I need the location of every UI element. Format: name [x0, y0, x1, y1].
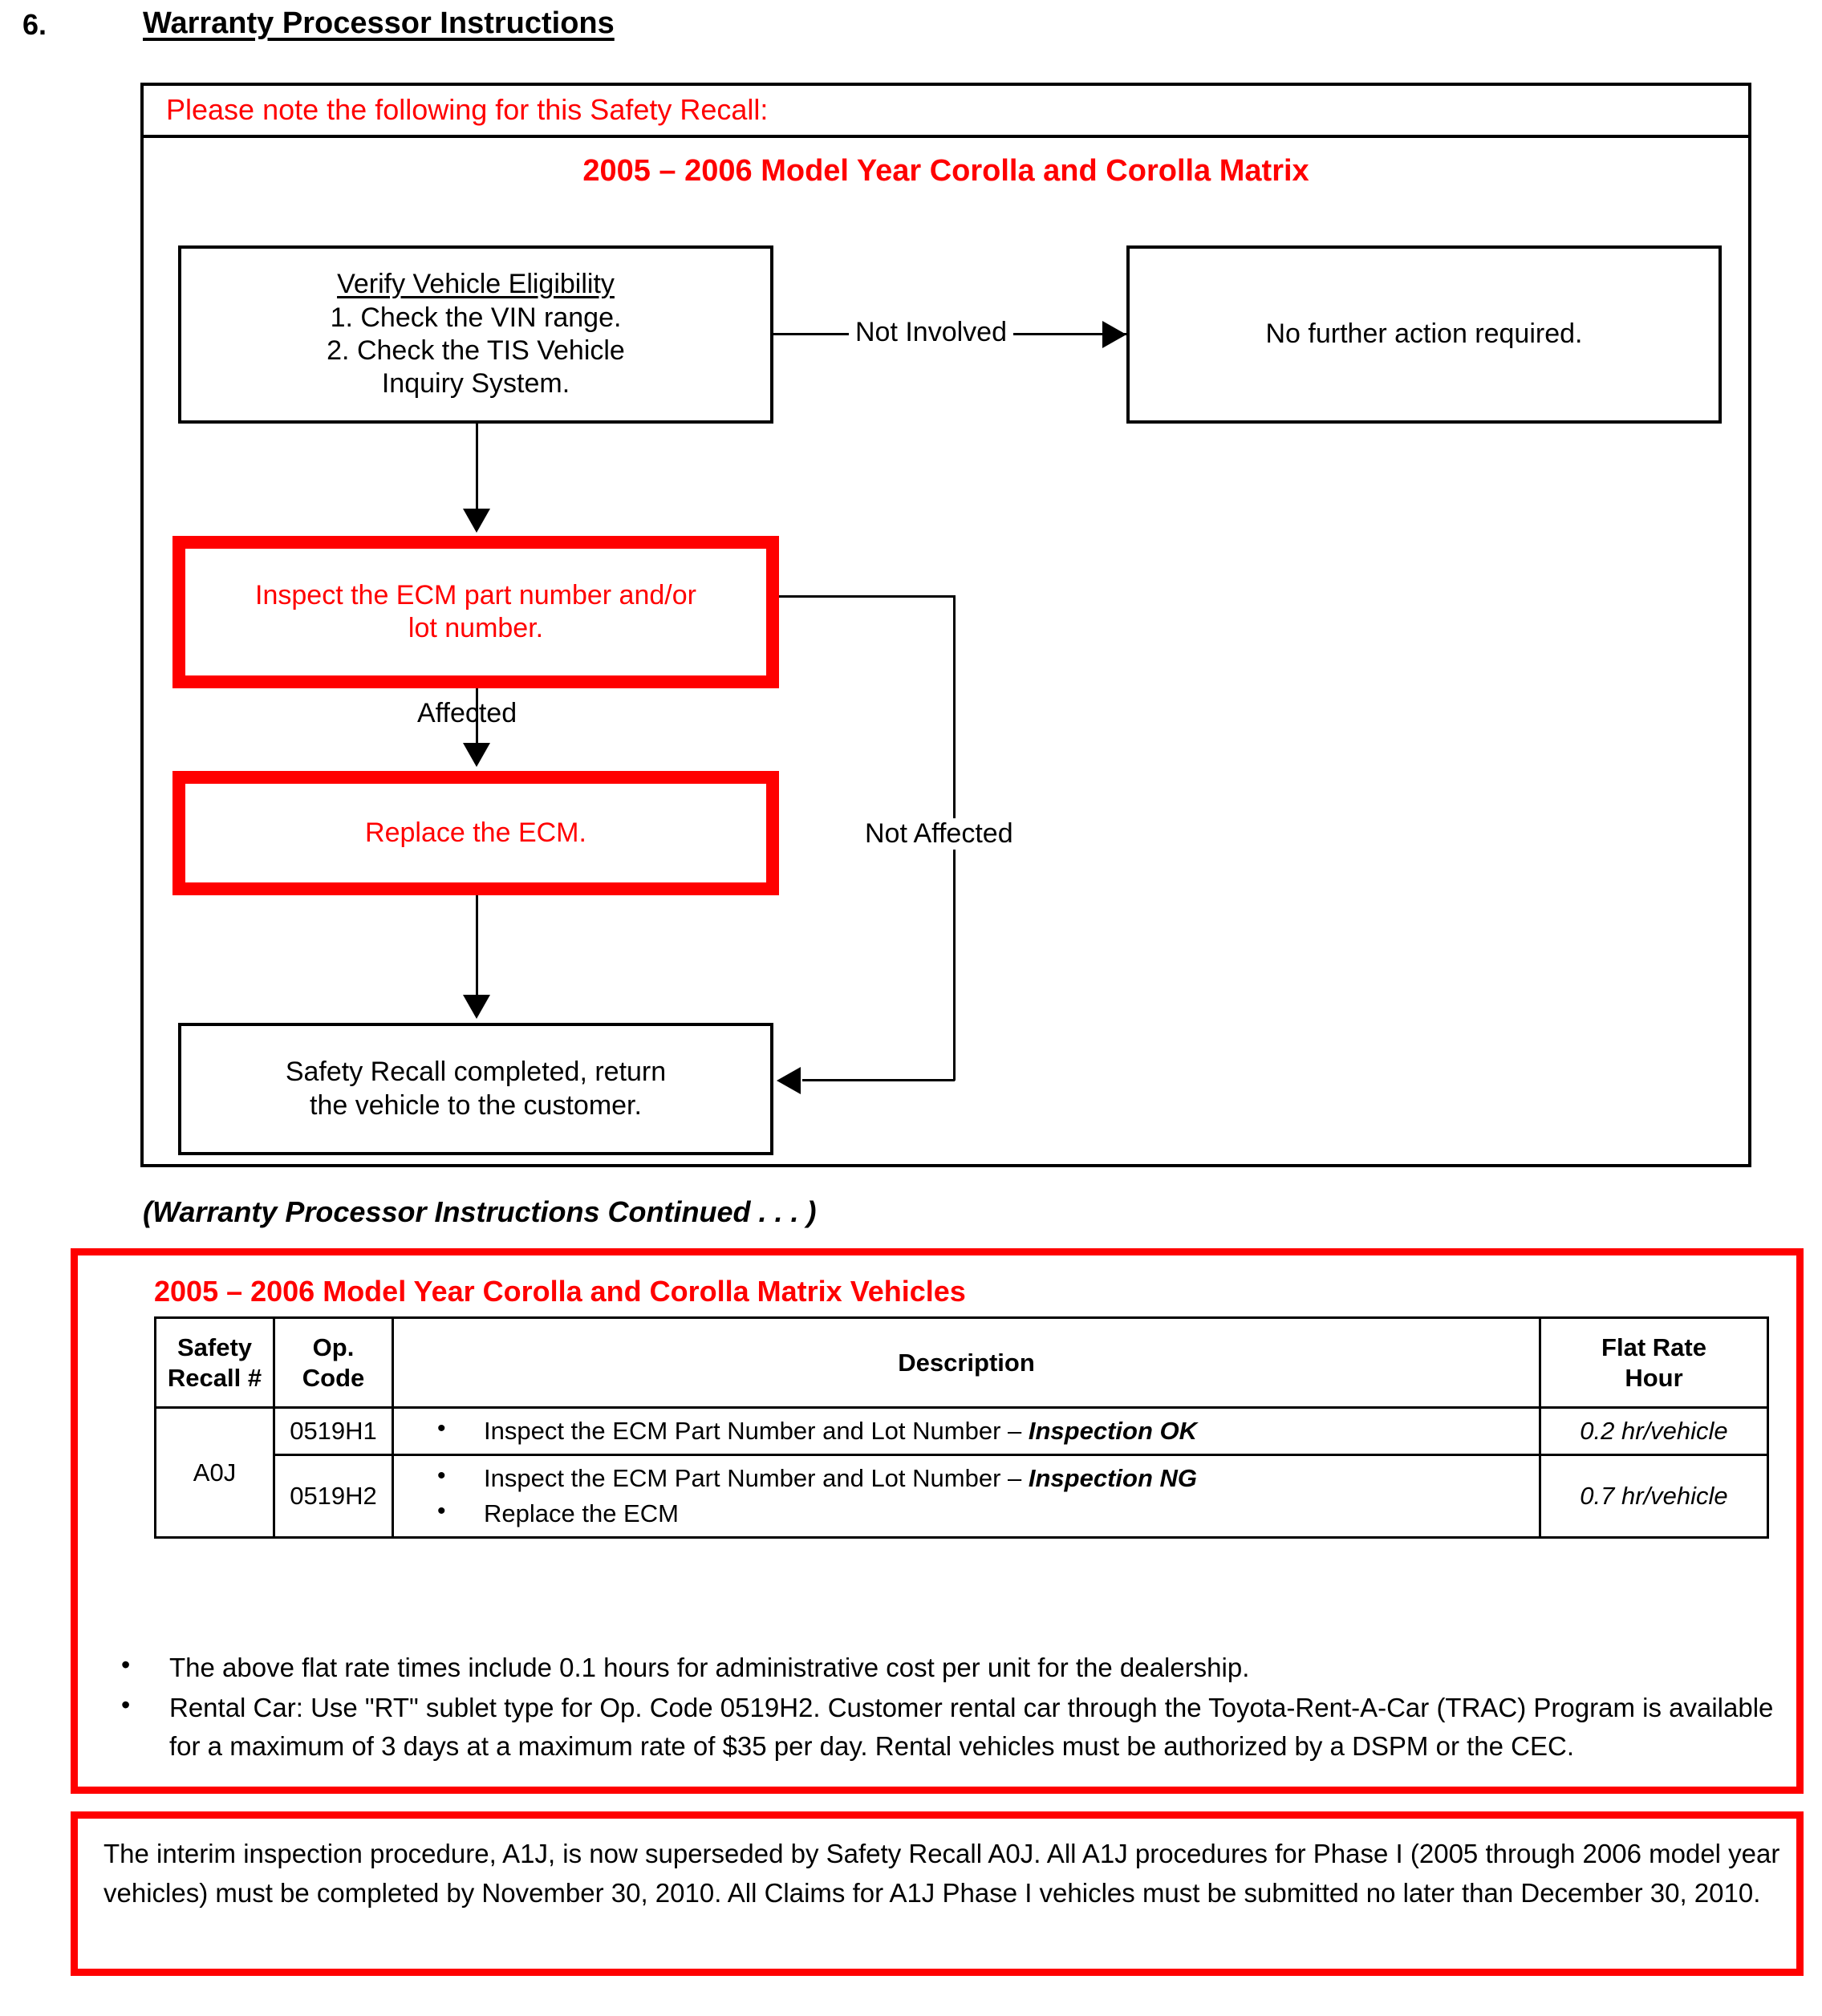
interim-procedure-panel: The interim inspection procedure, A1J, i… [71, 1811, 1804, 1976]
verify-box-step-1: 1. Check the VIN range. [330, 302, 622, 333]
complete-box-line-1: Safety Recall completed, return [285, 1057, 667, 1088]
flow-box-verify-eligibility: Verify Vehicle Eligibility 1. Check the … [178, 245, 773, 424]
list-item: Inspect the ECM Part Number and Lot Numb… [437, 1412, 1532, 1449]
description-bullet-list-1: Inspect the ECM Part Number and Lot Numb… [400, 1412, 1532, 1449]
connector-not-involved-arrowhead [1102, 321, 1126, 348]
replace-box-text: Replace the ECM. [365, 817, 586, 848]
section-number: 6. [22, 8, 47, 41]
table-row: 0519H2 Inspect the ECM Part Number and L… [156, 1454, 1769, 1539]
cell-description-2: Inspect the ECM Part Number and Lot Numb… [392, 1454, 1541, 1539]
rate-table-title: 2005 – 2006 Model Year Corolla and Corol… [154, 1275, 966, 1308]
inspect-box-line-1: Inspect the ECM part number and/or [255, 579, 696, 610]
verify-box-step-2-cont: Inquiry System. [381, 368, 570, 400]
continued-caption: (Warranty Processor Instructions Continu… [143, 1195, 817, 1228]
flat-rate-table: Safety Recall # Op. Code Description Fla… [154, 1316, 1769, 1539]
edge-label-not-affected: Not Affected [858, 818, 1020, 850]
cell-safety-recall-number: A0J [154, 1406, 275, 1539]
column-header-flat-rate-hour: Flat Rate Hour [1539, 1316, 1769, 1409]
rate-table-notes: The above flat rate times include 0.1 ho… [100, 1646, 1785, 1768]
connector-not-affected-top [779, 595, 956, 598]
connector-replace-to-complete-arrowhead [463, 995, 490, 1019]
connector-affected-line [476, 688, 478, 744]
connector-verify-to-inspect-arrowhead [463, 509, 490, 533]
connector-replace-to-complete-line [476, 895, 478, 998]
flowchart-model-heading: 2005 – 2006 Model Year Corolla and Corol… [582, 154, 1309, 188]
connector-not-affected-arrowhead [777, 1067, 801, 1094]
no-further-action-text: No further action required. [1265, 318, 1583, 350]
verify-box-step-2: 2. Check the TIS Vehicle [327, 335, 625, 366]
list-item: Inspect the ECM Part Number and Lot Numb… [437, 1459, 1532, 1496]
column-header-safety-recall: Safety Recall # [154, 1316, 275, 1409]
flow-box-recall-completed: Safety Recall completed, return the vehi… [178, 1023, 773, 1155]
complete-box-line-2: the vehicle to the customer. [310, 1089, 642, 1121]
interim-notice-text: The interim inspection procedure, A1J, i… [103, 1839, 1780, 1908]
column-header-description: Description [392, 1316, 1541, 1409]
table-header-row: Safety Recall # Op. Code Description Fla… [154, 1316, 1769, 1409]
note-admin-cost: The above flat rate times include 0.1 ho… [100, 1646, 1785, 1687]
table-row: A0J 0519H1 Inspect the ECM Part Number a… [154, 1406, 1769, 1539]
connector-not-affected-bottom [802, 1079, 955, 1081]
note-rental-car: Rental Car: Use "RT" sublet type for Op.… [100, 1686, 1785, 1766]
cell-flat-rate-2: 0.7 hr/vehicle [1539, 1454, 1769, 1539]
cell-flat-rate-1: 0.2 hr/vehicle [1539, 1406, 1769, 1457]
page-title: Warranty Processor Instructions [143, 6, 615, 40]
cell-description-1: Inspect the ECM Part Number and Lot Numb… [392, 1406, 1541, 1457]
safety-recall-note: Please note the following for this Safet… [144, 86, 1748, 138]
connector-affected-line-lower [476, 719, 478, 746]
edge-label-not-involved: Not Involved [849, 317, 1013, 348]
flow-box-no-further-action: No further action required. [1126, 245, 1722, 424]
connector-verify-to-inspect-line [476, 424, 478, 512]
cell-op-code-1: 0519H1 [273, 1406, 394, 1457]
inspect-box-line-2: lot number. [408, 613, 544, 643]
connector-affected-arrowhead [463, 743, 490, 767]
flow-box-inspect-ecm: Inspect the ECM part number and/or lot n… [172, 536, 779, 688]
verify-box-title: Verify Vehicle Eligibility [337, 269, 615, 300]
flow-box-replace-ecm: Replace the ECM. [172, 771, 779, 895]
cell-op-code-2: 0519H2 [273, 1454, 394, 1539]
list-item: Replace the ECM [437, 1495, 1532, 1531]
edge-label-affected: Affected [411, 698, 524, 729]
description-bullet-list-2: Inspect the ECM Part Number and Lot Numb… [400, 1459, 1532, 1531]
column-header-op-code: Op. Code [273, 1316, 394, 1409]
warranty-rate-panel: 2005 – 2006 Model Year Corolla and Corol… [71, 1248, 1804, 1794]
